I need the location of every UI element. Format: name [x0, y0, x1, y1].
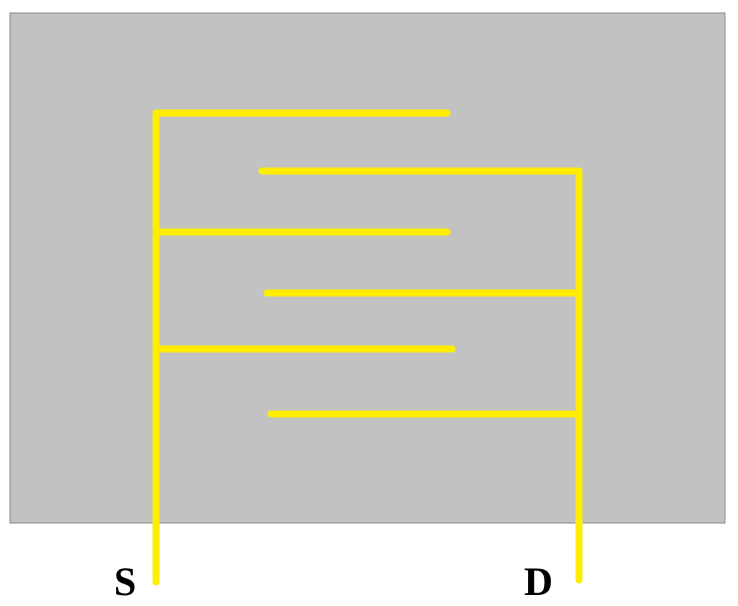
source-label: S — [114, 559, 137, 604]
substrate — [9, 12, 726, 524]
drain-electrode — [258, 167, 583, 584]
drain-label: D — [524, 559, 553, 604]
source-electrode — [152, 109, 456, 586]
